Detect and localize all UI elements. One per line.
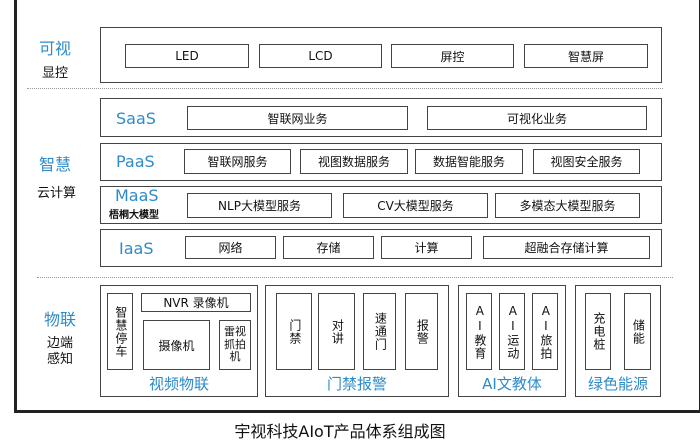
group-label-access: 门禁报警 [326, 375, 387, 393]
display-item-led: LED [125, 44, 249, 68]
layer-subtitle-cloud: 云计算 [37, 186, 77, 201]
paas-item: 数据智能服务 [415, 149, 523, 174]
video-item-smart-parking: 智慧停车 [107, 293, 133, 370]
divider-top [27, 88, 663, 89]
maas-item: 多模态大模型服务 [495, 193, 640, 218]
group-label-ai: AI文教体 [482, 375, 542, 393]
paas-item: 视图安全服务 [533, 149, 640, 174]
paas-item: 智联网服务 [184, 149, 291, 174]
video-item-nvr: NVR 录像机 [141, 293, 251, 312]
maas-label: MaaS [115, 186, 159, 205]
iaas-label: IaaS [119, 239, 154, 258]
layer-title-display: 可视 [39, 39, 72, 58]
diagram-caption: 宇视科技AIoT产品体系组成图 [234, 422, 446, 441]
video-item-camera: 摄像机 [143, 320, 210, 370]
layer-subtitle-edge: 边端 [47, 336, 74, 351]
access-item: 门禁 [276, 293, 312, 370]
saas-item: 可视化业务 [427, 106, 647, 130]
video-item-radar-capture: 雷视抓拍机 [219, 320, 251, 370]
ai-item: AI旅拍 [532, 293, 558, 370]
group-label-video: 视频物联 [148, 375, 209, 393]
maas-sublabel: 梧桐大模型 [109, 210, 159, 221]
display-item-screen-control: 屏控 [391, 44, 514, 68]
saas-label: SaaS [116, 109, 156, 128]
access-item: 速通门 [363, 293, 396, 370]
maas-item: CV大模型服务 [343, 193, 488, 218]
layer-subtitle-display: 显控 [42, 66, 69, 81]
group-label-energy: 绿色能源 [587, 375, 648, 393]
display-item-lcd: LCD [259, 44, 382, 68]
layer-title-cloud: 智慧 [39, 155, 72, 174]
paas-label: PaaS [116, 152, 155, 171]
layer-title-edge: 物联 [44, 310, 77, 329]
display-item-smart-screen: 智慧屏 [524, 44, 648, 68]
divider-bottom [37, 277, 673, 278]
maas-item: NLP大模型服务 [187, 193, 332, 218]
iaas-item: 网络 [185, 236, 276, 259]
access-item: 报警 [405, 293, 438, 370]
ai-item: AI运动 [499, 293, 525, 370]
paas-item: 视图数据服务 [300, 149, 408, 174]
iaas-item: 存储 [283, 236, 374, 259]
iaas-item: 计算 [381, 236, 472, 259]
layer-subtitle-edge: 感知 [47, 352, 74, 367]
ai-item: AI教育 [466, 293, 492, 370]
iaas-item: 超融合存储计算 [483, 236, 650, 259]
access-item: 对讲 [318, 293, 355, 370]
saas-item: 智联网业务 [187, 106, 408, 130]
energy-item: 储能 [624, 293, 651, 370]
energy-item: 充电桩 [585, 293, 611, 370]
